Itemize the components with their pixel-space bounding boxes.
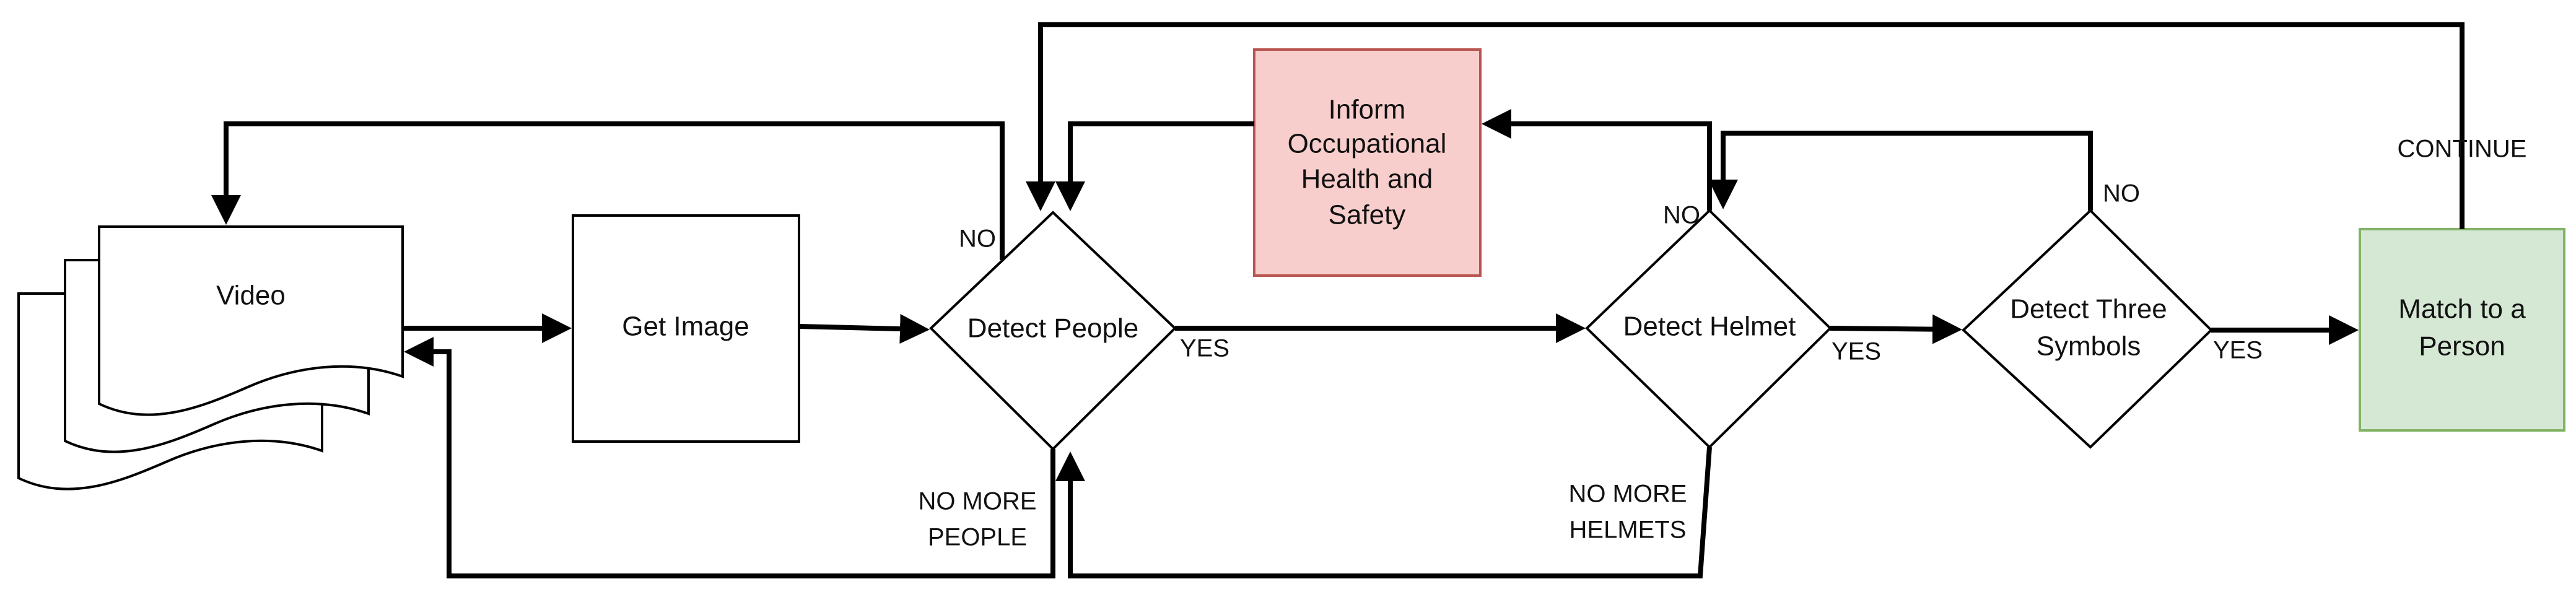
match-person-process [2359, 228, 2565, 432]
detect-helmet-label: Detect Helmet [1623, 312, 1796, 342]
no-more-people-label-line-2: PEOPLE [928, 524, 1027, 551]
detect-three-symbols-decision [1962, 209, 2213, 449]
detect-three-symbols-label-line-2: Symbols [2037, 331, 2141, 362]
edge-helmet-yes-to-symbols [1830, 314, 1962, 344]
detect-people-label: Detect People [967, 313, 1138, 344]
inform-ohs-process [1253, 48, 1482, 277]
edge-no-more-people-to-video [404, 337, 1055, 578]
people-yes-label: YES [1180, 335, 1229, 362]
no-more-helmets-label-line-2: HELMETS [1570, 516, 1687, 544]
helmet-no-label: NO [1663, 202, 1700, 229]
continue-label: CONTINUE [2398, 136, 2527, 163]
symbols-yes-label: YES [2213, 337, 2263, 364]
edge-inform-to-detect-people [1055, 121, 1254, 211]
inform-ohs-label-line-4: Safety [1329, 200, 1406, 230]
get-image-process [572, 214, 800, 443]
edge-no-more-helmets-to-detect-people [1055, 447, 1712, 578]
match-person-label-line-2: Person [2419, 331, 2505, 362]
edge-symbols-no-to-helmet [1708, 131, 2093, 211]
edge-continue-to-detect-people [1026, 22, 2465, 229]
helmet-yes-label: YES [1832, 338, 1881, 365]
video-label: Video [216, 281, 286, 311]
video-documents-shape [17, 225, 404, 490]
get-image-label: Get Image [622, 312, 749, 342]
edge-get-image-to-detect-people [798, 314, 930, 344]
inform-ohs-label-line-2: Occupational [1288, 129, 1447, 159]
edge-helmet-no-to-inform [1482, 109, 1712, 211]
people-no-label: NO [959, 225, 996, 253]
edge-people-no-to-video [211, 121, 1005, 260]
no-more-people-label-line-1: NO MORE [918, 488, 1036, 515]
detect-three-symbols-label-line-1: Detect Three [2010, 294, 2167, 325]
inform-ohs-label-line-1: Inform [1329, 95, 1406, 125]
inform-ohs-label-line-3: Health and [1301, 164, 1433, 194]
symbols-no-label: NO [2103, 180, 2140, 207]
no-more-helmets-label-line-1: NO MORE [1568, 481, 1687, 508]
match-person-label-line-1: Match to a [2398, 294, 2526, 325]
